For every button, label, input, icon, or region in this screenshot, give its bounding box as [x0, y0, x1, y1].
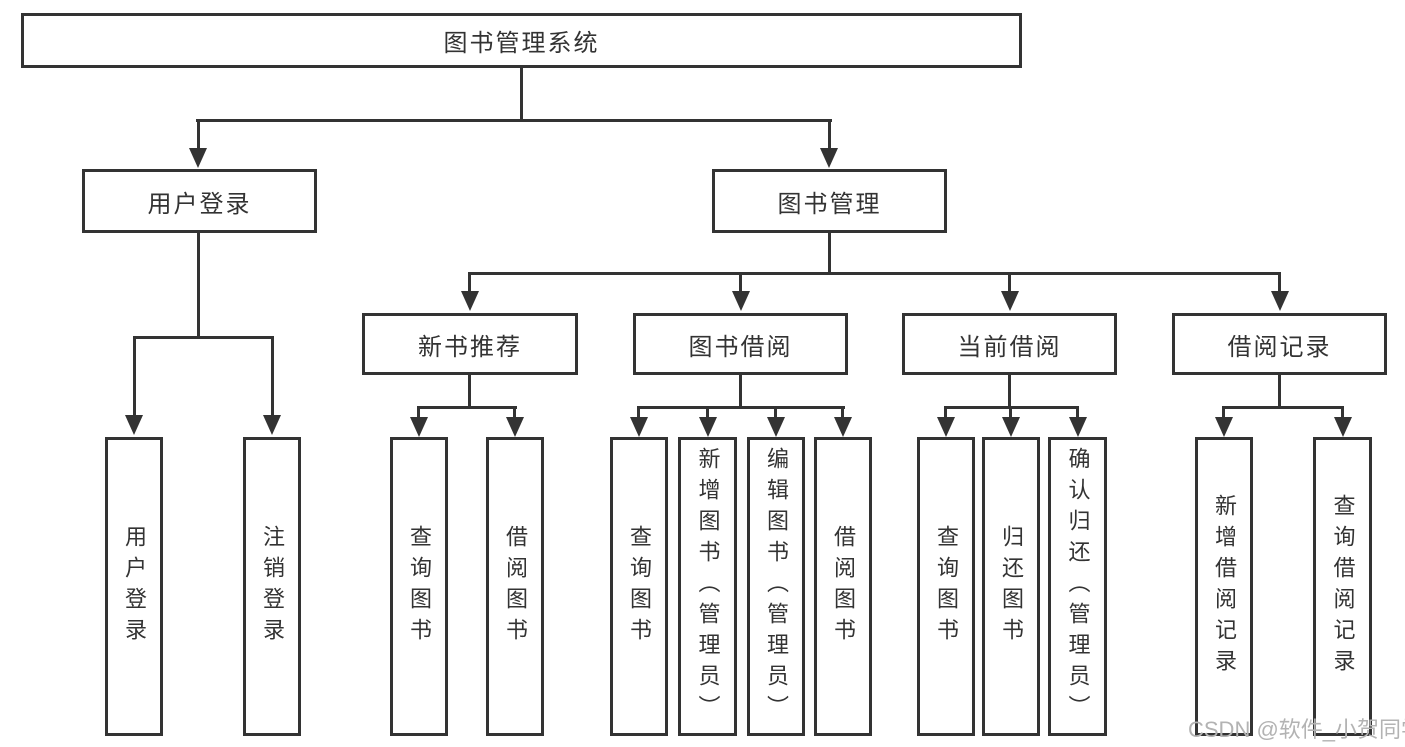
arrow-to-leaf-edit-books [767, 417, 785, 437]
connector-drop-new-book-recommend [468, 272, 471, 293]
leaf-confirm-return-admin-label: 确认归还（管理员） [1065, 447, 1091, 726]
arrow-to-leaf-borrow-books-2 [834, 417, 852, 437]
leaf-user-login-label: 用户登录 [122, 524, 147, 649]
connector-drop-leaf-query-books-1 [417, 406, 420, 419]
connector-root-stem [520, 68, 523, 119]
arrow-to-current-borrow [1001, 291, 1019, 311]
node-root-label: 图书管理系统 [443, 30, 600, 57]
leaf-borrow-books-2-label: 借阅图书 [831, 524, 856, 649]
connector-user-login-bus [133, 336, 274, 339]
leaf-return-books: 归还图书 [982, 437, 1040, 736]
connector-borrow-stem [739, 375, 742, 406]
connector-borrow-bus [637, 406, 845, 409]
connector-drop-leaf-confirm-return [1076, 406, 1079, 419]
connector-drop-leaf-return-books [1009, 406, 1012, 419]
connector-level2-bus [196, 119, 832, 122]
leaf-query-books-1-label: 查询图书 [407, 524, 432, 649]
node-borrow-records: 借阅记录 [1172, 313, 1387, 375]
leaf-query-books-3-label: 查询图书 [934, 524, 959, 649]
leaf-query-borrow-record-label: 查询借阅记录 [1330, 493, 1356, 680]
leaf-edit-books-admin: 编辑图书（管理员） [747, 437, 805, 736]
connector-drop-leaf-query-books-2 [637, 406, 640, 419]
leaf-add-borrow-record-label: 新增借阅记录 [1212, 493, 1237, 680]
arrow-to-leaf-query-books-1 [410, 417, 428, 437]
leaf-add-books-admin-label: 新增图书（管理员） [695, 447, 721, 726]
node-current-borrow: 当前借阅 [902, 313, 1117, 375]
connector-drop-leaf-borrow-books-2 [841, 406, 844, 419]
arrow-to-leaf-query-books-2 [630, 417, 648, 437]
leaf-logout: 注销登录 [243, 437, 301, 736]
leaf-borrow-books-1-label: 借阅图书 [503, 524, 528, 649]
node-new-book-recommend-label: 新书推荐 [418, 333, 522, 361]
arrow-to-new-book-recommend [461, 291, 479, 311]
connector-recommend-stem [468, 375, 471, 406]
leaf-query-books-1: 查询图书 [390, 437, 448, 736]
node-book-borrow-label: 图书借阅 [688, 333, 793, 361]
leaf-borrow-books-1: 借阅图书 [486, 437, 544, 736]
leaf-logout-label: 注销登录 [260, 524, 285, 649]
leaf-query-books-3: 查询图书 [917, 437, 975, 736]
arrow-to-leaf-return-books [1002, 417, 1020, 437]
connector-drop-leaf-user-login [133, 336, 136, 417]
connector-level3-bus [468, 272, 1280, 275]
leaf-borrow-books-2: 借阅图书 [814, 437, 872, 736]
node-user-login-label: 用户登录 [147, 190, 252, 218]
connector-drop-leaf-borrow-books-1 [513, 406, 516, 419]
node-current-borrow-label: 当前借阅 [957, 333, 1062, 361]
leaf-add-borrow-record: 新增借阅记录 [1195, 437, 1253, 736]
node-new-book-recommend: 新书推荐 [362, 313, 578, 375]
connector-drop-user-login [197, 119, 200, 152]
arrow-to-user-login [189, 148, 207, 168]
connector-drop-leaf-query-books-3 [944, 406, 947, 419]
arrow-to-leaf-query-books-3 [937, 417, 955, 437]
leaf-return-books-label: 归还图书 [999, 524, 1024, 649]
leaf-confirm-return-admin: 确认归还（管理员） [1048, 437, 1107, 736]
leaf-user-login: 用户登录 [105, 437, 163, 736]
connector-drop-current-borrow [1008, 272, 1011, 293]
arrow-to-leaf-query-record [1334, 417, 1352, 437]
leaf-query-books-2: 查询图书 [610, 437, 668, 736]
connector-drop-book-borrow [739, 272, 742, 293]
arrow-to-leaf-add-books [699, 417, 717, 437]
arrow-to-leaf-borrow-books-1 [506, 417, 524, 437]
arrow-to-leaf-logout [263, 415, 281, 435]
connector-records-stem [1278, 375, 1281, 406]
node-book-management-label: 图书管理 [777, 190, 882, 218]
arrow-to-leaf-user-login [125, 415, 143, 435]
connector-drop-borrow-records [1278, 272, 1281, 293]
node-root: 图书管理系统 [21, 13, 1022, 68]
connector-drop-leaf-edit-books [774, 406, 777, 419]
node-book-borrow: 图书借阅 [633, 313, 848, 375]
connector-drop-leaf-add-record [1222, 406, 1225, 419]
connector-records-bus [1222, 406, 1344, 409]
arrow-to-borrow-records [1271, 291, 1289, 311]
arrow-to-leaf-confirm-return [1069, 417, 1087, 437]
connector-drop-leaf-logout [271, 336, 274, 417]
node-user-login: 用户登录 [82, 169, 317, 233]
connector-drop-leaf-query-record [1341, 406, 1344, 419]
arrow-to-book-management [820, 148, 838, 168]
leaf-query-borrow-record: 查询借阅记录 [1313, 437, 1372, 736]
leaf-query-books-2-label: 查询图书 [627, 524, 652, 649]
node-book-management: 图书管理 [712, 169, 947, 233]
connector-drop-leaf-add-books [706, 406, 709, 419]
connector-current-stem [1008, 375, 1011, 406]
csdn-watermark: CSDN @软件_小贺同学 [1188, 717, 1405, 742]
connector-recommend-bus [417, 406, 517, 409]
arrow-to-leaf-add-record [1215, 417, 1233, 437]
arrow-to-book-borrow [732, 291, 750, 311]
leaf-add-books-admin: 新增图书（管理员） [678, 437, 737, 736]
connector-book-management-stem [828, 233, 831, 272]
connector-user-login-stem [197, 233, 200, 336]
connector-drop-book-management [828, 119, 831, 152]
node-borrow-records-label: 借阅记录 [1227, 333, 1332, 361]
leaf-edit-books-admin-label: 编辑图书（管理员） [764, 447, 789, 726]
